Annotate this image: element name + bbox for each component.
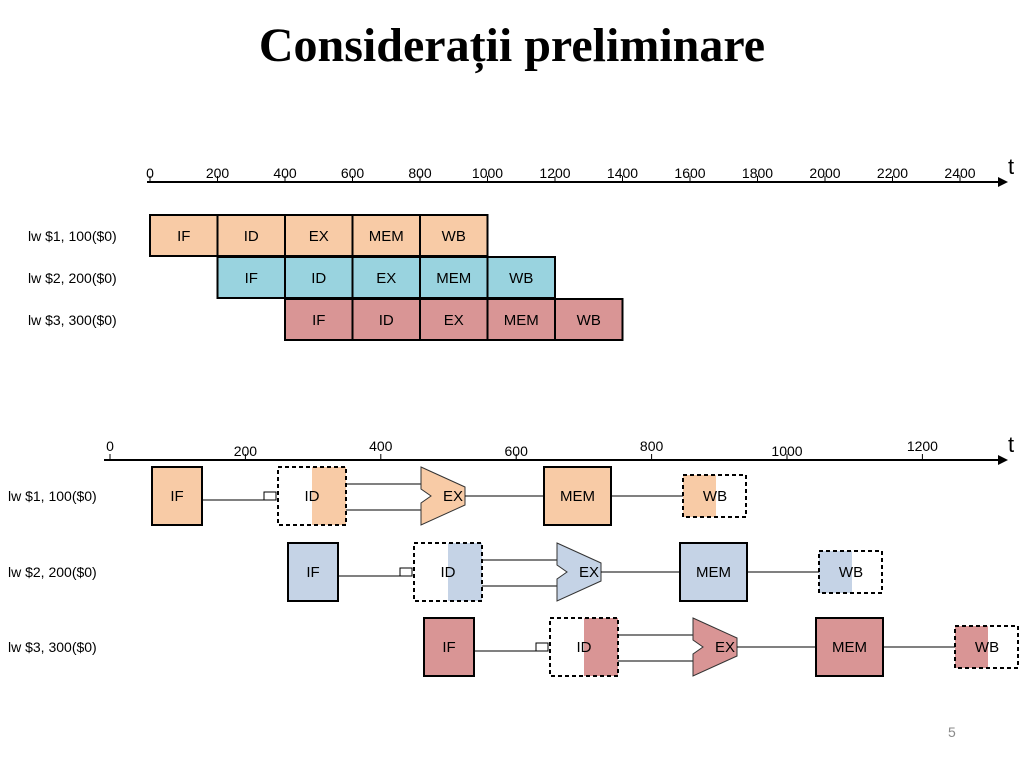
time-axis-label: t	[1008, 154, 1014, 179]
stage-label: WB	[442, 228, 466, 245]
alu-shape	[420, 466, 466, 526]
stage-label: MEM	[560, 488, 595, 505]
if-stage-box	[151, 466, 203, 526]
stage-label: ID	[441, 564, 456, 581]
stage-label: EX	[715, 639, 735, 656]
axis-tick-label: 1000	[472, 165, 503, 181]
wb-stage-fill	[955, 626, 988, 668]
stage-box	[419, 214, 489, 257]
stage-label: EX	[376, 270, 396, 287]
wb-stage-box	[818, 550, 883, 594]
stage-label: IF	[170, 488, 183, 505]
axis-tick-label: 600	[341, 165, 365, 181]
instruction-label: lw $3, 300($0)	[8, 639, 97, 655]
axis-tick-label: 2000	[809, 165, 840, 181]
axis-tick-label: 800	[408, 165, 432, 181]
stage-label: IF	[306, 564, 319, 581]
alu-shape	[556, 542, 602, 602]
stage-label: WB	[839, 564, 863, 581]
axis-tick-label: 2200	[877, 165, 908, 181]
mem-stage-box	[543, 466, 612, 526]
axis-tick-label: 1000	[771, 443, 802, 459]
register-block	[263, 491, 277, 501]
stage-label: ID	[244, 228, 259, 245]
register-block	[399, 567, 413, 577]
stage-label: EX	[309, 228, 329, 245]
stage-label: MEM	[436, 270, 471, 287]
stage-label: IF	[312, 312, 325, 329]
instruction-label: lw $2, 200($0)	[28, 270, 117, 286]
axis-tick-label: 1200	[907, 438, 938, 454]
id-stage-fill	[312, 467, 346, 525]
axis-tick-label: 0	[146, 165, 154, 181]
stage-label: WB	[577, 312, 601, 329]
axis-tick-label: 400	[273, 165, 297, 181]
stage-box	[351, 256, 421, 299]
axis-tick-label: 200	[234, 443, 258, 459]
stage-label: EX	[444, 312, 464, 329]
stage-label: ID	[379, 312, 394, 329]
wb-stage-box	[954, 625, 1019, 669]
stage-label: EX	[443, 488, 463, 505]
wb-stage-box	[682, 474, 747, 518]
axis-tick-label: 600	[505, 443, 529, 459]
id-stage-fill	[448, 543, 482, 601]
stage-box	[284, 256, 354, 299]
axis-tick-label: 1800	[742, 165, 773, 181]
if-stage-box	[423, 617, 475, 677]
instruction-label: lw $3, 300($0)	[28, 312, 117, 328]
slide-title: Considerații preliminare	[258, 19, 766, 72]
instruction-label: lw $1, 100($0)	[28, 228, 117, 244]
wb-stage-fill	[683, 475, 716, 517]
page-number: 5	[948, 724, 956, 740]
bottom-pipeline-chart: t 0 200 400 600 800 1000 1200 lw $1, 100($0) IF ID…	[8, 432, 1019, 677]
stage-box	[149, 214, 219, 257]
stage-label: MEM	[696, 564, 731, 581]
if-stage-box	[287, 542, 339, 602]
axis-tick-label: 1400	[607, 165, 638, 181]
stage-label: ID	[305, 488, 320, 505]
stage-label: WB	[703, 488, 727, 505]
stage-label: WB	[975, 639, 999, 656]
stage-label: IF	[177, 228, 190, 245]
stage-label: MEM	[369, 228, 404, 245]
axis-tick-label: 0	[106, 438, 114, 454]
axis-tick-label: 200	[206, 165, 230, 181]
stage-label: MEM	[832, 639, 867, 656]
instruction-label: lw $2, 200($0)	[8, 564, 97, 580]
wb-stage-fill	[819, 551, 852, 593]
mem-stage-box	[815, 617, 884, 677]
stage-box	[554, 298, 624, 341]
stage-label: IF	[442, 639, 455, 656]
axis-tick-label: 2400	[944, 165, 975, 181]
stage-box	[419, 256, 489, 299]
stage-box	[284, 214, 354, 257]
axis-tick-label: 800	[640, 438, 664, 454]
mem-stage-box	[679, 542, 748, 602]
stage-label: MEM	[504, 312, 539, 329]
stage-label: ID	[311, 270, 326, 287]
instruction-label: lw $1, 100($0)	[8, 488, 97, 504]
stage-label: IF	[245, 270, 258, 287]
stage-label: EX	[579, 564, 599, 581]
alu-shape	[692, 617, 738, 677]
stage-label: ID	[577, 639, 592, 656]
id-stage-fill	[584, 618, 618, 676]
top-pipeline-chart: t 0 200 400 600 800 1000 1200 1400 1600 1800 2000 22…	[28, 154, 1014, 341]
axis-tick-label: 1600	[674, 165, 705, 181]
time-axis-label: t	[1008, 432, 1014, 457]
stage-label: WB	[509, 270, 533, 287]
axis-tick-label: 1200	[539, 165, 570, 181]
register-block	[535, 642, 549, 652]
axis-tick-label: 400	[369, 438, 393, 454]
